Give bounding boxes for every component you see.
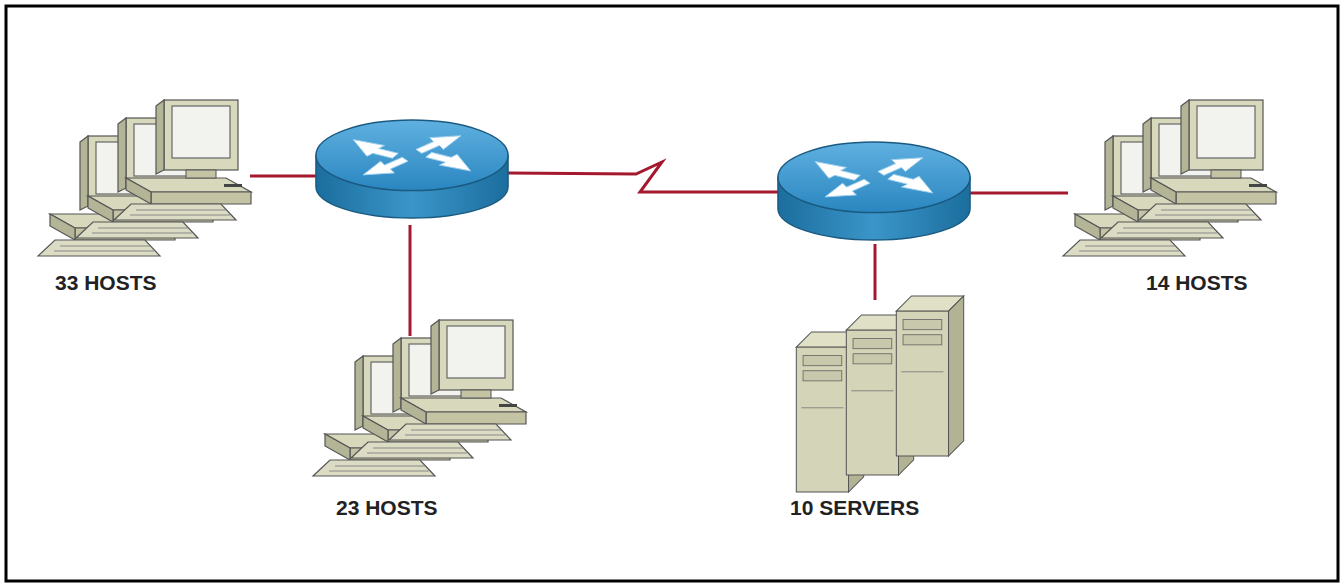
group-label: 33 HOSTS <box>55 272 157 293</box>
frame <box>6 6 1338 581</box>
group-label: 23 HOSTS <box>336 497 438 518</box>
group-label: 14 HOSTS <box>1146 272 1248 293</box>
router-symbol <box>778 142 970 240</box>
host-group <box>313 320 526 476</box>
server-group <box>796 296 963 492</box>
group-label: 10 SERVERS <box>790 497 919 518</box>
host-group <box>1063 100 1276 256</box>
router-symbol <box>316 120 508 218</box>
host-group <box>38 100 251 256</box>
